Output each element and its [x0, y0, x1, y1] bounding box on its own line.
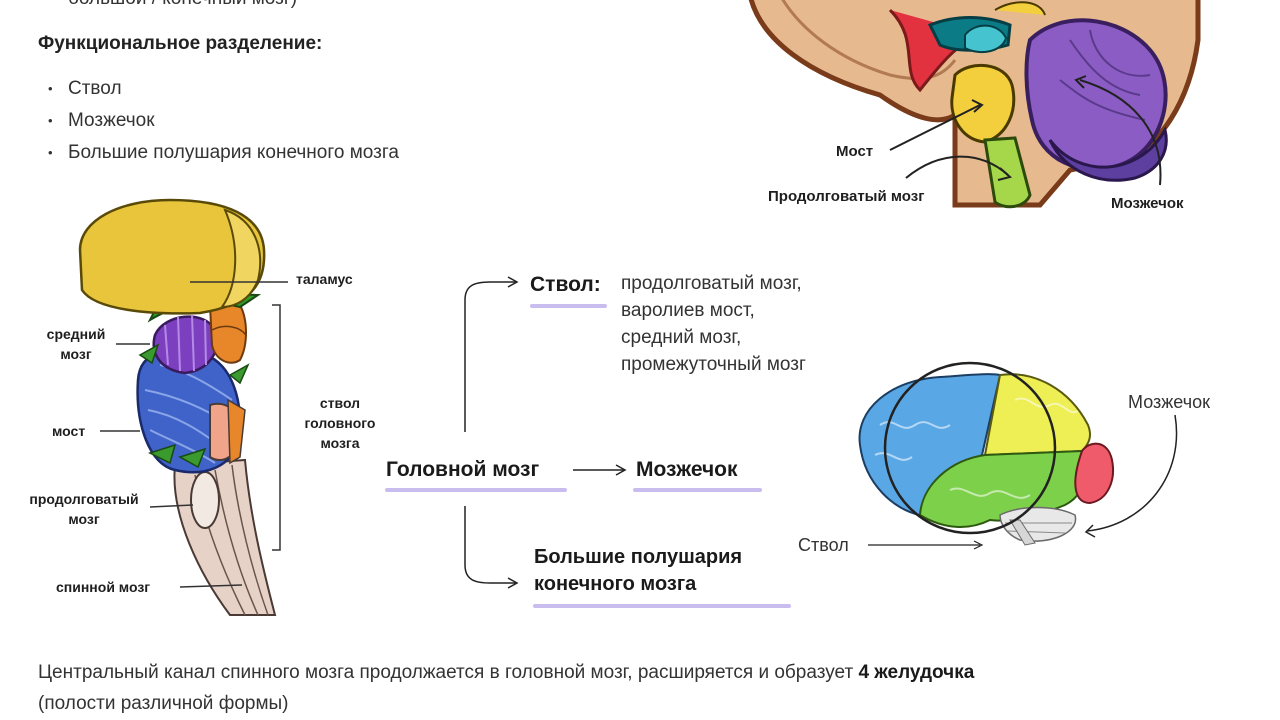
underline-cerebellum: [633, 488, 762, 492]
scheme-node-cerebellum: Мозжечок: [636, 458, 738, 481]
label-stem-side: Ствол: [798, 535, 849, 555]
stem-part: средний мозг,: [621, 327, 742, 348]
label-spinal-cord: спинной мозг: [56, 579, 151, 595]
footer-text: Центральный канал спинного мозга продолж…: [38, 662, 859, 683]
label-medulla-top: Продолговатый мозг: [768, 188, 925, 205]
scheme-node-stem: Ствол:: [530, 273, 601, 296]
underline-hemispheres: [533, 604, 791, 608]
scheme-node-hemispheres-2: конечного мозга: [534, 573, 697, 595]
stem-part: продолговатый мозг,: [621, 273, 802, 294]
list-item: Большие полушария конечного мозга: [48, 138, 399, 170]
label-pons-top: Мост: [836, 143, 874, 160]
underline-brain: [385, 488, 567, 492]
stem-parts: продолговатый мозг, варолиев мост, средн…: [621, 270, 806, 378]
scheme-node-brain: Головной мозг: [386, 458, 540, 481]
sagittal-brain-illustration: [748, 0, 1201, 209]
label-midbrain: средний мозг: [46, 326, 106, 362]
label-thalamus: таламус: [296, 271, 353, 287]
lateral-brain-illustration: [858, 361, 1178, 550]
top-text-fragment: большой / конечный мозг): [68, 0, 297, 10]
functional-division-title: Функциональное разделение:: [38, 33, 323, 54]
label-brainstem: ствол головного мозга: [304, 395, 376, 451]
footer-text-2: (полости различной формы): [38, 693, 289, 714]
label-cerebellum-top: Мозжечок: [1111, 195, 1184, 212]
label-cerebellum-side: Мозжечок: [1128, 392, 1210, 412]
functional-division-list: Ствол Мозжечок Большие полушария конечно…: [48, 74, 399, 170]
brainstem-illustration: [78, 198, 288, 616]
label-medulla: продолговатый мозг: [29, 491, 139, 527]
stem-part: варолиев мост,: [621, 300, 755, 321]
list-item: Ствол: [48, 74, 399, 106]
list-item: Мозжечок: [48, 106, 399, 138]
stem-part: промежуточный мозг: [621, 354, 806, 375]
footer-paragraph: Центральный канал спинного мозга продолж…: [38, 657, 1238, 719]
scheme-node-hemispheres-1: Большие полушария: [534, 546, 743, 568]
footer-bold: 4 желудочка: [858, 662, 975, 683]
underline-stem: [530, 304, 607, 308]
label-pons: мост: [52, 423, 86, 439]
